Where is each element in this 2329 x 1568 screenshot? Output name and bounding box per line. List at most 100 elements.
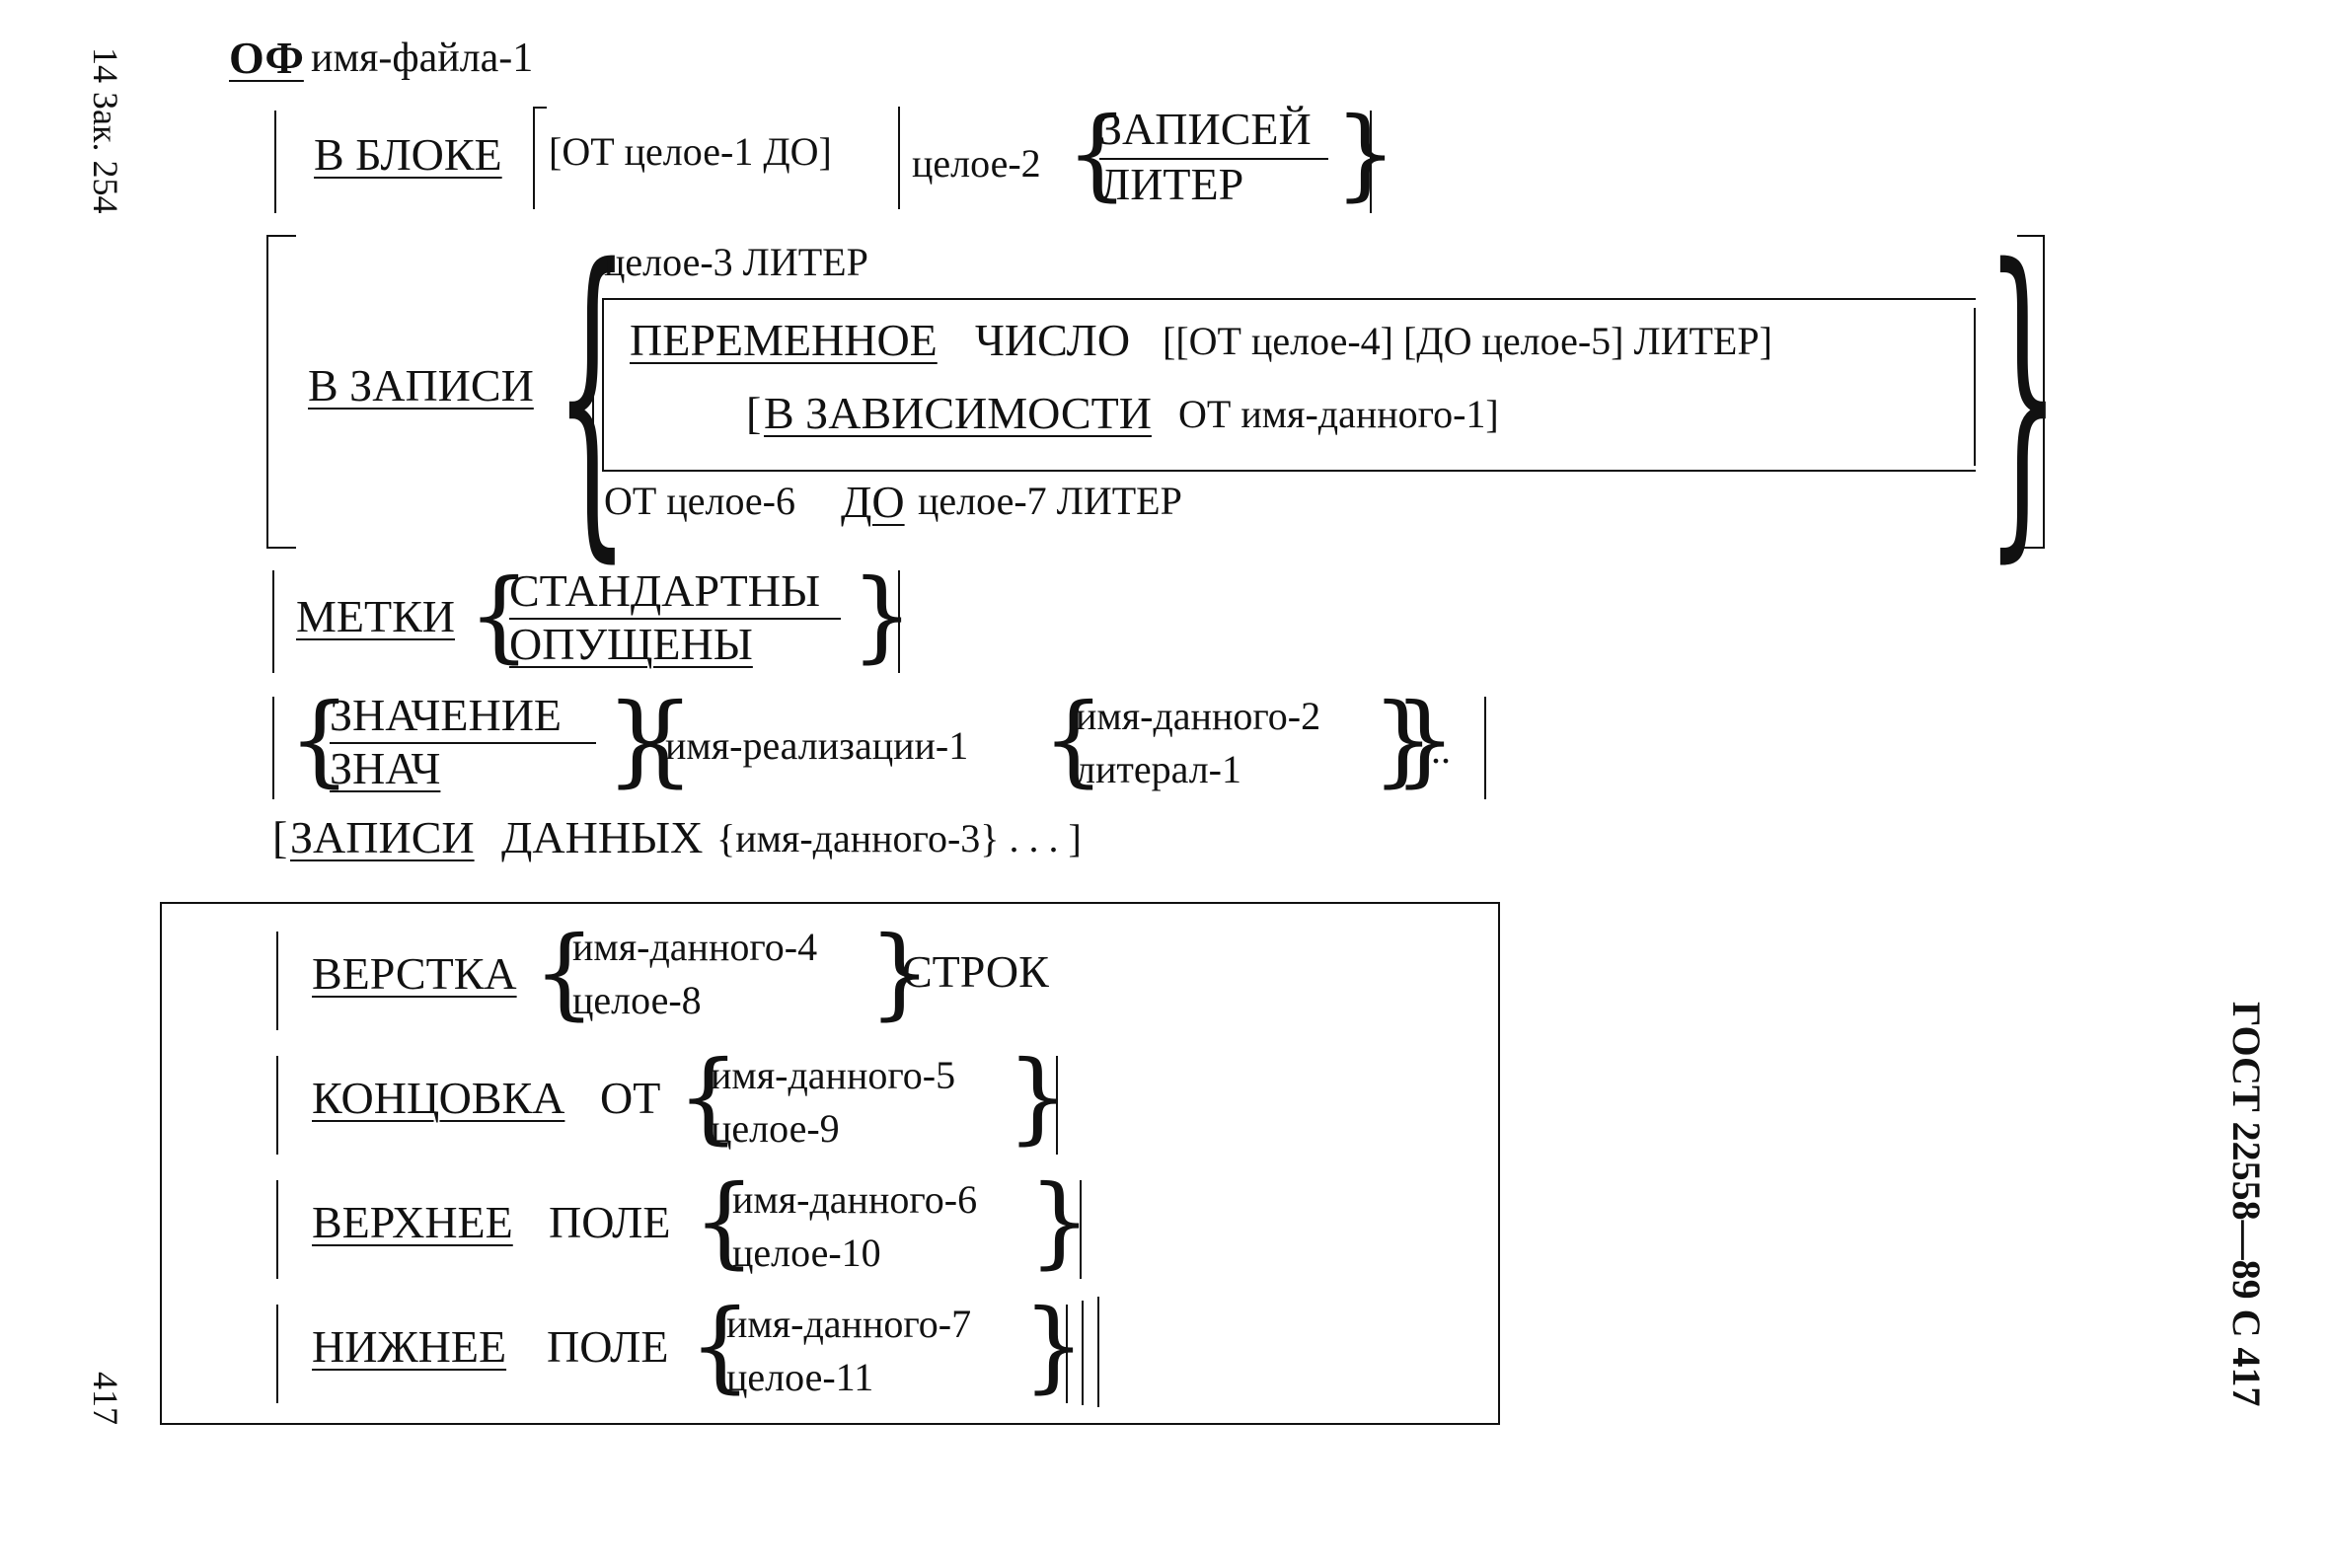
brace-right: } [868,915,932,1030]
top-data6: имя-данного-6 [732,1177,978,1222]
bracket-right [2043,235,2045,549]
bracket-left [592,308,594,456]
bottom-field: ПОЛЕ [547,1321,669,1372]
brace-right: } [851,558,914,673]
block-keyword: В БЛОКЕ [314,129,502,180]
bracket-right [898,107,900,209]
linage-lines: СТРОК [902,946,1049,997]
labels-omitted: ОПУЩЕНЫ [509,619,753,669]
brace-left: { [1066,96,1129,211]
bracket-right [1080,1180,1082,1279]
bracket-right [1484,697,1486,799]
varying-keyword: ПЕРЕМЕННОЕ [630,315,938,365]
bracket-tick [266,235,296,237]
footing-keyword: КОНЦОВКА [312,1073,565,1123]
bracket-right [898,570,900,673]
divider [509,618,841,620]
depending-keyword: В ЗАВИСИМОСТИ [764,388,1152,438]
bracket-right [1974,308,1976,466]
bottom-keyword: НИЖНЕЕ [312,1321,507,1372]
bracket-left [266,235,268,549]
varying-rest: [[ОТ целое-4] [ДО целое-5] ЛИТЕР] [1163,319,1772,363]
record-option-3-from: ОТ целое-6 [604,479,796,523]
top-field: ПОЛЕ [549,1197,671,1247]
labels-keyword: МЕТКИ [296,591,455,641]
depending-rest: ОТ имя-данного-1] [1178,392,1499,436]
bracket-left [276,932,278,1030]
data-records-word2: ДАННЫХ [501,812,704,862]
brace-left: { [1042,682,1105,797]
bracket-right [1082,1301,1084,1405]
bracket-right [1370,111,1372,213]
value-lit1: литерал-1 [1076,747,1241,791]
brace-right: } [1022,1288,1086,1403]
record-option-3-to: ДО [841,477,905,527]
brace-left: { [288,682,351,797]
data-records-open: [ [272,812,288,862]
number-keyword: ЧИСЛО [975,315,1131,365]
bracket-left [276,1180,278,1279]
top-keyword: ВЕРХНЕЕ [312,1197,513,1247]
brace-right: } [1986,199,2061,590]
value-long: ЗНАЧЕНИЕ [330,690,563,740]
data-records-rest: {имя-данного-3} . . . ] [716,816,1082,860]
divider [330,742,596,744]
margin-order-note: 14 Зак. 254 [86,47,125,214]
bottom-data7: имя-данного-7 [726,1302,972,1346]
depending-open: [ [746,388,762,438]
brace-left: { [689,1288,752,1403]
record-option-1: целое-3 ЛИТЕР [604,240,868,284]
brace-left: { [693,1163,756,1279]
brace-left: { [677,1039,740,1155]
brace-left: { [533,915,596,1030]
brace-right: } [1393,682,1457,797]
linage-box [160,902,1500,1425]
brace-right: } [1334,96,1397,211]
bracket-left [276,1305,278,1403]
brace-right: } [1372,682,1435,797]
standard-header: ГОСТ 22558—89 С 417 [2224,1002,2269,1407]
bracket-top [533,107,547,109]
bracket-tick [266,547,296,549]
block-records: ЗАПИСЕЙ [1099,104,1312,154]
bracket-left [533,107,535,209]
labels-standard: СТАНДАРТНЫ [509,565,821,616]
value-short: ЗНАЧ [330,743,441,793]
top-int10: целое-10 [732,1231,881,1275]
footing-at: ОТ [600,1073,661,1123]
bracket-tick [2017,547,2045,549]
fd-file-name: имя-файла-1 [311,36,534,81]
bracket-left [274,111,276,213]
brace-left: { [632,682,695,797]
footing-int9: целое-9 [711,1106,840,1151]
value-data2: имя-данного-2 [1076,694,1321,738]
block-int2: целое-2 [912,141,1041,186]
linage-data4: имя-данного-4 [572,925,818,969]
brace-right: } [1007,1039,1070,1155]
bracket-left [272,697,274,799]
margin-page-number: 417 [86,1372,125,1425]
value-ellipsis: ... [1421,727,1451,772]
brace-left: { [468,558,531,673]
bracket-right [1097,1297,1099,1407]
bracket-left [276,1056,278,1155]
bracket-tick [2017,235,2045,237]
record-option-3-rest: целое-7 ЛИТЕР [918,479,1182,523]
bracket-right [1066,1305,1068,1403]
fd-keyword: ОФ [229,33,304,83]
data-records-keyword: ЗАПИСИ [290,812,475,862]
divider [1099,158,1328,160]
record-keyword: В ЗАПИСИ [308,360,534,411]
brace-left: { [555,199,630,590]
brace-right: } [606,682,669,797]
linage-int8: целое-8 [572,978,702,1022]
value-impl: имя-реализации-1 [665,723,969,768]
bracket-right [1056,1056,1058,1155]
block-chars: ЛИТЕР [1099,159,1244,209]
footing-data5: имя-данного-5 [711,1053,956,1097]
block-from-to: [ОТ целое-1 ДО] [549,129,832,174]
brace-right: } [1028,1163,1091,1279]
bottom-int11: целое-11 [726,1355,874,1399]
linage-keyword: ВЕРСТКА [312,948,517,999]
bracket-left [272,570,274,673]
